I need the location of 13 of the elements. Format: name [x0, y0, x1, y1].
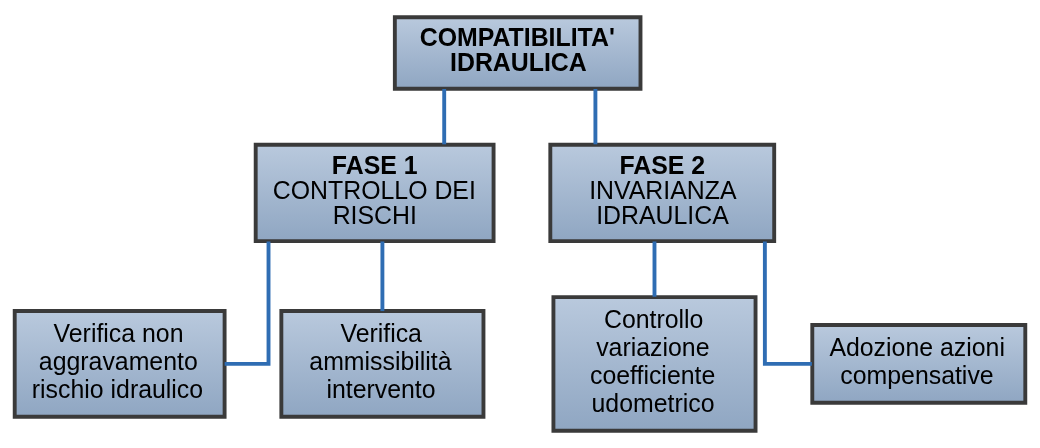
- node-box: FASE 2 INVARIANZA IDRAULICA: [548, 142, 777, 244]
- connector: [380, 241, 385, 312]
- node-box: Verifica non aggravamento rischio idraulico: [12, 309, 227, 419]
- connector: [224, 241, 271, 366]
- node-box: Verifica ammissibilità intervento: [279, 309, 486, 419]
- node-box: Controllo variazione coefficiente udometrico: [551, 295, 758, 433]
- connector: [762, 241, 812, 366]
- connector: [593, 89, 598, 145]
- node-box: COMPATIBILITA' IDRAULICA: [392, 15, 643, 91]
- connector: [652, 241, 657, 297]
- node-box: Adozione azioni compensative: [810, 323, 1028, 405]
- connector: [442, 89, 447, 145]
- node-box: FASE 1 CONTROLLO DEI RISCHI: [253, 142, 496, 244]
